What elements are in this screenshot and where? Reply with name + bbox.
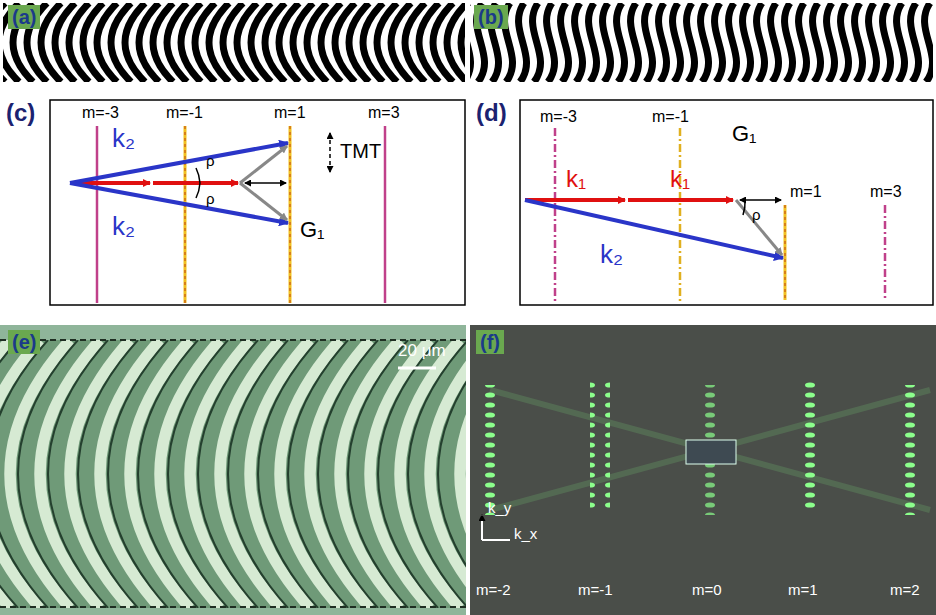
order-label: m=-1 (578, 582, 613, 599)
wavevector-label: k₂ (112, 124, 135, 153)
scale-bar-label: 20 μm (398, 342, 446, 361)
grating-vector-label: G₁ (732, 122, 757, 146)
order-label: m=-1 (166, 104, 203, 122)
axis-label: k_x (514, 526, 537, 543)
order-label: m=-3 (82, 104, 119, 122)
order-label: m=-3 (540, 108, 577, 126)
angle-label: ρ (206, 153, 215, 170)
wavevector-label: k₁ (670, 166, 690, 192)
panel-label: (d) (476, 100, 507, 126)
order-label: m=3 (870, 183, 902, 201)
grating-vector-label: G₁ (300, 218, 325, 242)
order-label: m=1 (274, 104, 306, 122)
axis-label: k_y (488, 500, 511, 517)
wavevector-label: k₂ (600, 240, 623, 269)
panel-label: (f) (476, 330, 504, 354)
tmt-label: TMT (340, 140, 381, 162)
panel-label: (a) (8, 5, 40, 29)
wavevector-label: k₂ (112, 212, 135, 241)
panel-label: (c) (6, 100, 35, 126)
panel-label: (e) (8, 330, 40, 354)
order-label: m=-1 (652, 108, 689, 126)
order-label: m=1 (790, 183, 822, 201)
order-label: m=-2 (476, 582, 511, 599)
order-label: m=3 (368, 104, 400, 122)
angle-label: ρ (206, 191, 215, 208)
panel-label: (b) (474, 5, 508, 29)
wavevector-label: k₁ (566, 166, 586, 192)
angle-label: ρ (752, 207, 761, 224)
order-label: m=0 (692, 582, 722, 599)
order-label: m=2 (890, 582, 920, 599)
order-label: m=1 (788, 582, 818, 599)
